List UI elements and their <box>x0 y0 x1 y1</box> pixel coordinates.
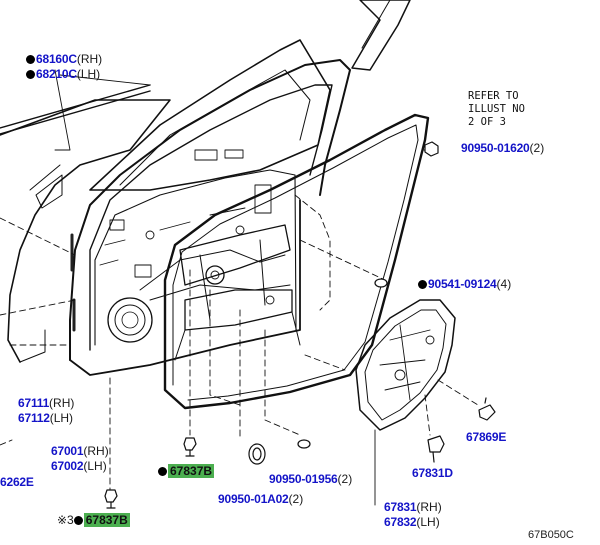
new-part-dot-icon <box>418 280 427 289</box>
part-suffix: (4) <box>496 277 512 291</box>
label-67869e: 67869E <box>466 430 506 444</box>
leader-lines <box>54 69 376 506</box>
label-67837b-lower: ※3 67837B <box>57 513 130 527</box>
part-number-highlighted[interactable]: 67837B <box>168 464 215 478</box>
assembly-lines <box>0 149 479 491</box>
part-number[interactable]: 67831 <box>384 500 417 514</box>
part-suffix: (RH) <box>49 396 75 410</box>
door-glass <box>89 39 331 191</box>
service-hole-cover <box>355 299 456 431</box>
part-number[interactable]: 67831D <box>412 466 453 480</box>
part-number[interactable]: 67002 <box>51 459 84 473</box>
new-part-dot-icon <box>73 516 83 525</box>
part-number[interactable]: 67001 <box>51 444 84 458</box>
belt-moulding-strip <box>0 84 151 135</box>
label-67112: 67112(LH) <box>18 411 73 425</box>
door-frame-pillars <box>351 0 411 71</box>
part-suffix: (LH) <box>49 411 74 425</box>
part-suffix: (2) <box>529 141 545 155</box>
refer-note: REFER TO ILLUST NO 2 OF 3 <box>468 90 525 129</box>
note-line-3: 2 OF 3 <box>468 116 506 128</box>
part-suffix: (2) <box>288 492 304 506</box>
illustration-code: 67B050C <box>528 529 574 541</box>
part-number[interactable]: 90541-09124 <box>428 277 497 291</box>
part-suffix: (2) <box>337 472 353 486</box>
part-number-highlighted[interactable]: 67837B <box>83 513 130 527</box>
part-suffix: (RH) <box>416 500 442 514</box>
part-number[interactable]: 6262E <box>0 475 34 489</box>
label-90950-01620: 90950-01620(2) <box>461 141 544 155</box>
label-67111: 67111(RH) <box>18 396 74 410</box>
label-90541-09124: 90541-09124(4) <box>418 277 511 291</box>
new-part-dot-icon <box>158 467 167 476</box>
label-67832: 67832(LH) <box>384 515 440 529</box>
note-line-2: ILLUST NO <box>468 103 525 115</box>
label-67837b-upper: 67837B <box>158 464 215 478</box>
remark-prefix: ※3 <box>57 513 74 527</box>
part-number[interactable]: 67112 <box>18 411 50 425</box>
label-67001: 67001(RH) <box>51 444 109 458</box>
new-part-dot-icon <box>26 55 35 64</box>
note-line-1: REFER TO <box>468 90 519 102</box>
part-suffix: (RH) <box>76 52 103 66</box>
label-67002: 67002(LH) <box>51 459 107 473</box>
window-regulator <box>174 224 301 361</box>
part-suffix: (RH) <box>83 444 109 458</box>
label-90950-01a02: 90950-01A02(2) <box>218 492 303 506</box>
label-68160c: 68160C(RH) <box>26 52 102 66</box>
door-weatherstrip <box>163 113 430 410</box>
label-68210c: 68210C(LH) <box>26 67 100 81</box>
part-number[interactable]: 67832 <box>384 515 417 529</box>
label-67831d: 67831D <box>412 466 453 480</box>
part-number[interactable]: 90950-01A02 <box>218 492 289 506</box>
label-6262e: 6262E <box>0 475 34 489</box>
part-number[interactable]: 90950-01620 <box>461 141 530 155</box>
new-part-dot-icon <box>26 70 35 79</box>
inner-door-frame <box>69 59 351 376</box>
part-number[interactable]: 68160C <box>36 52 77 66</box>
part-number[interactable]: 67869E <box>466 430 507 444</box>
part-number[interactable]: 67111 <box>18 396 50 410</box>
part-suffix: (LH) <box>416 515 440 529</box>
part-suffix: (LH) <box>83 459 107 473</box>
outer-door-panel <box>0 99 171 363</box>
part-number[interactable]: 68210C <box>36 67 77 81</box>
part-number[interactable]: 90950-01956 <box>269 472 338 486</box>
label-67831: 67831(RH) <box>384 500 442 514</box>
label-90950-01956: 90950-01956(2) <box>269 472 352 486</box>
part-suffix: (LH) <box>76 67 101 81</box>
fasteners <box>104 141 496 509</box>
